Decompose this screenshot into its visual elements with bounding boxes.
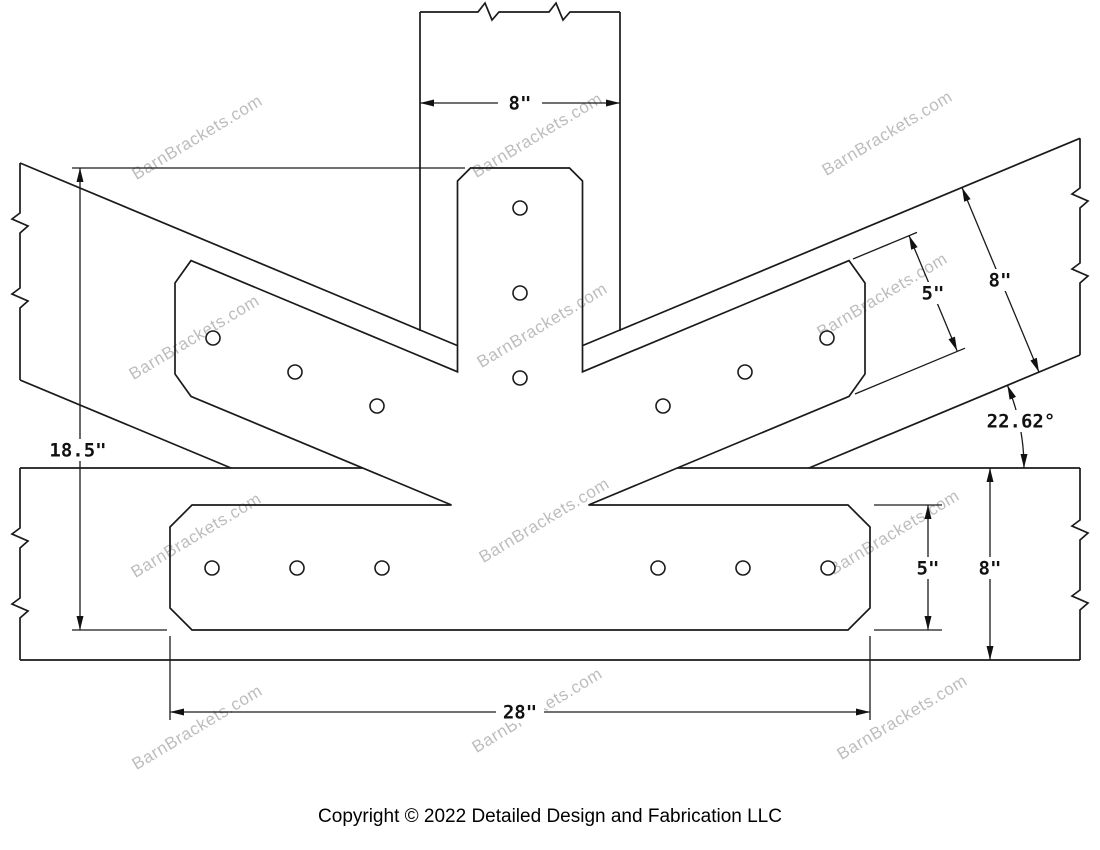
dim-bracket-width: 28": [169, 636, 871, 724]
dim-beam-strap-width: 5": [874, 504, 950, 631]
dim-label: 5": [922, 283, 945, 305]
bolt-hole: [512, 285, 528, 301]
dim-label: 8": [989, 270, 1012, 292]
arrowhead: [924, 616, 932, 630]
arrowhead: [1007, 385, 1016, 400]
bracket-plate-outline: [169, 167, 871, 631]
bolt-hole: [374, 560, 390, 576]
bolt-hole: [289, 560, 305, 576]
dim-brace-strap-width: 5": [852, 231, 966, 395]
arrowhead: [606, 99, 620, 107]
extension-line: [874, 504, 942, 631]
dim-label: 8": [509, 93, 532, 115]
watermark-text: BarnBrackets.com: [476, 474, 613, 567]
bolt-hole: [735, 560, 751, 576]
bolt-hole: [512, 370, 528, 386]
arrowhead: [948, 336, 958, 351]
dim-label-bg: [906, 557, 950, 579]
arrowhead: [76, 168, 84, 182]
dim-label: 8": [979, 558, 1002, 580]
watermark-text: BarnBrackets.com: [126, 291, 263, 384]
timber-outlines: [10, 1, 1090, 661]
bolt-hole: [650, 560, 666, 576]
watermark-text: BarnBrackets.com: [834, 671, 971, 764]
watermarks: BarnBrackets.com BarnBrackets.com BarnBr…: [126, 87, 971, 774]
bolt-hole: [820, 560, 836, 576]
dim-label-bg: [44, 439, 112, 461]
dim-label-bg: [498, 92, 542, 114]
bolt-hole: [205, 330, 221, 346]
dim-brace-beam-width: 8": [961, 187, 1040, 373]
bottom-beam-outline: [10, 467, 1090, 661]
dim-label-bg: [978, 269, 1022, 291]
bolt-hole: [204, 560, 220, 576]
dim-label: 5": [917, 558, 940, 580]
arrowhead: [1030, 357, 1039, 373]
arrowhead: [962, 187, 971, 202]
dim-label-bg: [983, 410, 1059, 432]
dim-bracket-height: 18.5": [44, 167, 465, 631]
watermark-text: BarnBrackets.com: [129, 681, 266, 774]
bolt-hole: [369, 398, 385, 414]
arrowhead: [909, 235, 918, 250]
watermark-text: BarnBrackets.com: [129, 91, 266, 184]
watermark-text: BarnBrackets.com: [474, 279, 611, 372]
arrowhead: [170, 708, 184, 716]
arrowhead: [76, 616, 84, 630]
dim-beam-height: 8": [968, 468, 1012, 660]
bolt-hole: [819, 330, 835, 346]
extension-line: [72, 167, 465, 631]
bolt-hole: [655, 398, 671, 414]
dim-brace-angle: 22.62°: [983, 385, 1059, 469]
dim-label: 28": [503, 702, 537, 724]
dim-label-bg: [968, 557, 1012, 579]
bolt-hole: [737, 364, 753, 380]
bolt-hole: [512, 200, 528, 216]
arrowhead: [420, 99, 434, 107]
post-outline: [419, 1, 621, 331]
bolt-hole: [287, 364, 303, 380]
bolt-holes: [204, 200, 836, 576]
dim-label: 22.62°: [987, 411, 1056, 433]
arrowhead: [1020, 454, 1028, 468]
arrowhead: [856, 708, 870, 716]
dim-label: 18.5": [49, 440, 106, 462]
arrowhead: [986, 468, 994, 482]
arrowhead: [924, 505, 932, 519]
dim-label-bg: [911, 282, 955, 304]
extension-line: [852, 231, 966, 395]
dim-label-bg: [496, 701, 544, 723]
watermark-text: BarnBrackets.com: [819, 87, 956, 180]
right-brace-outline: [582, 137, 1090, 469]
dim-post-width: 8": [420, 92, 620, 115]
extension-line: [169, 636, 871, 720]
arrowhead: [986, 646, 994, 660]
copyright-text: Copyright © 2022 Detailed Design and Fab…: [318, 806, 782, 827]
watermark-text: BarnBrackets.com: [128, 489, 265, 582]
left-brace-outline: [10, 162, 458, 469]
